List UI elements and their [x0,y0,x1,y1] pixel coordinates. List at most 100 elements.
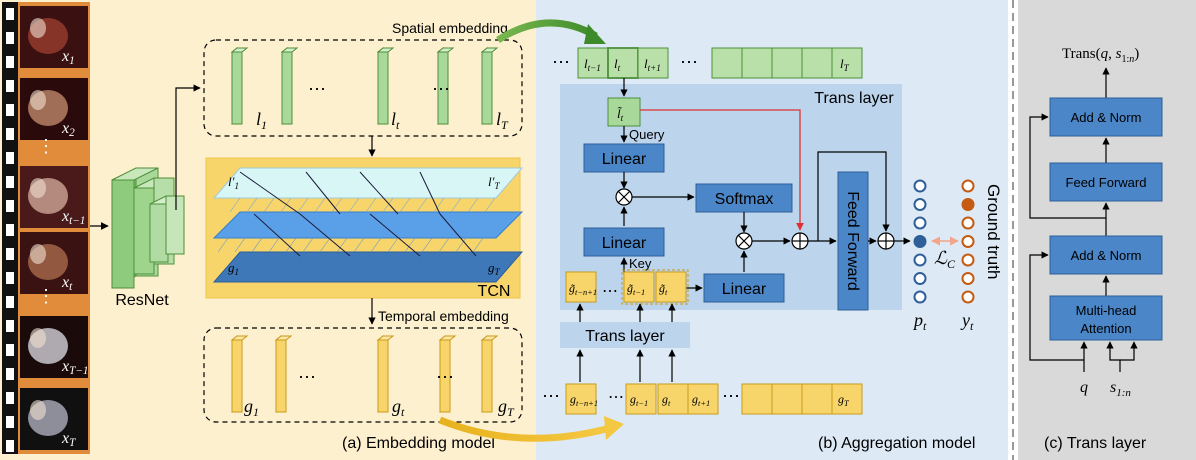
tcn-connection [484,197,496,213]
tcn-connection [387,237,399,253]
tcn-dilated-connection [239,171,301,215]
spatial-embedding-label: Spatial embedding [392,20,508,36]
softmax-label: Softmax [715,191,774,208]
sequence-cell-label: gt−n+1 [570,392,598,408]
ground-truth-dot [961,179,975,193]
feature-bar [280,46,299,126]
sequence-cell-label: lt−1 [584,56,601,73]
prediction-label: pt [912,310,927,333]
tcn-connection [285,237,297,253]
sequence-cell [831,383,863,415]
temporal-dots-1: ⋯ [298,367,316,387]
frame-label: x1 [61,48,75,67]
film-sprocket [6,80,14,92]
tcn-connection [472,237,484,253]
temporal-embedding-box [203,327,523,423]
sequence-cell-label: gT [838,392,850,408]
frame-label: xT [61,430,76,449]
tcn-connection [399,197,411,213]
film-sprocket [6,224,14,236]
trans-output-label: Trans(q, s1:n) [1062,46,1139,65]
prediction-dot [913,179,927,193]
add-op-1 [791,232,809,250]
residual-arrow-2 [817,151,890,241]
spatial-transfer-arrow [496,19,598,43]
agg-trans-layer-title: Trans layer [814,90,894,107]
query-label: Query [629,127,665,142]
key-cell-label: g̃t [659,281,668,297]
tcn-connection [331,197,343,213]
embedding-model-caption: (a) Embedding model [342,435,495,452]
video-frame: x2 [20,78,88,140]
tcn-connection [246,197,258,213]
sequence-cell-label: gt−1 [630,392,648,408]
tcn-connection [450,197,462,213]
spatial-feature-bars [230,46,499,126]
tcn-layers [212,167,524,283]
linear-key-label: Linear [602,235,647,252]
trans-layer-small-label: Trans layer [585,328,665,345]
tcn-connection [353,237,365,253]
spatial-dots-2: ⋯ [432,79,450,99]
ground-truth-dot [961,253,975,267]
tcn-connection [268,237,280,253]
trans-layer-panel-bg [1018,0,1196,460]
film-sprocket [6,176,14,188]
add-norm-bottom-block [1049,235,1163,275]
temporal-transfer-arrow [438,416,611,442]
tcn-connection [263,197,275,213]
spatial-label-bg [385,16,515,38]
tcn-dilated-connection [369,213,421,257]
add-norm-bottom-label: Add & Norm [1071,248,1142,263]
frame-ellipsis: ⋮ [37,286,55,306]
ground-truth-vector [961,179,975,304]
prediction-dot [913,272,927,285]
aggregation-model-caption: (b) Aggregation model [818,435,975,452]
video-frame: xt [20,232,88,294]
add-norm-top-block [1049,97,1163,137]
agg-bottom-dots-mid: ⋯ [608,389,624,406]
add-norm-top-label: Add & Norm [1071,110,1142,125]
sequence-cell [801,47,833,79]
tcn-connection [438,237,450,253]
tcn-label: TCN [478,283,511,300]
arrow-s-to-mha-2 [1120,341,1138,361]
tcn-connection [421,237,433,253]
sequence-cell: gt−n+1 [565,383,598,415]
sequence-cell: lt [607,47,639,79]
feature-bar [230,46,249,126]
film-sprocket [6,440,14,452]
tcn-connection [251,237,263,253]
frame-ellipsis: ⋮ [37,136,55,156]
video-frame: xT−1 [20,316,88,378]
film-sprocket [6,56,14,68]
query-cell [607,97,641,127]
gt-label: yt [960,310,974,333]
temporal-g1: g1 [244,396,259,419]
sequence-cell-label: lt [614,56,621,73]
film-sprocket [6,152,14,164]
film-sprocket [6,368,14,380]
linear-value-label: Linear [722,281,767,298]
multiply-op-2 [735,232,753,250]
trans-layer-small-box [560,322,690,348]
tcn-connection [467,197,479,213]
sequence-cell: gt−1 [625,383,657,415]
prediction-dot [913,198,927,211]
feature-bar [274,334,293,414]
feature-bar [376,334,395,414]
tcn-connection [404,237,416,253]
sequence-cell [771,383,803,415]
sequence-cell [831,47,863,79]
ground-truth-dot [961,272,975,285]
spatial-transfer-arrowhead [584,24,606,44]
video-frame: xT [20,388,88,450]
agg-top-dots-left: ⋯ [552,52,570,72]
prediction-dot [913,253,927,267]
key-label: Key [629,256,652,271]
sequence-cell-label: lT [840,56,850,73]
ground-truth-dot [961,235,975,248]
s-label: s1:n [1110,379,1131,399]
sequence-cell: gt [657,383,689,415]
